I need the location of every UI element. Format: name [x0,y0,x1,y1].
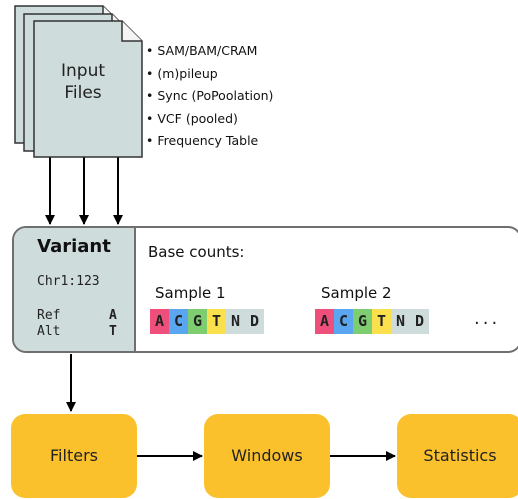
ref-row: Ref A [37,308,117,323]
input-label-line1: Input [60,61,106,81]
input-label-line2: Files [64,83,102,103]
statistics-step: Statistics [397,414,518,498]
base-counts-label: Base counts: [148,243,245,261]
windows-step: Windows [204,414,330,498]
base-c: C [334,309,353,334]
filters-step: Filters [11,414,137,498]
format-item: Frequency Table [146,130,273,153]
format-item: (m)pileup [146,63,273,86]
base-n: N [226,309,245,334]
ref-label: Ref [37,308,61,323]
sample-1-label: Sample 1 [155,284,226,302]
variant-title: Variant [37,236,111,257]
alt-base: T [109,324,117,339]
base-c: C [169,309,188,334]
base-g: G [188,309,207,334]
format-item: Sync (PoPoolation) [146,85,273,108]
base-a: A [315,309,334,334]
variant-box: Variant Chr1:123 Ref A Alt T Base counts… [12,226,518,353]
more-samples-ellipsis: ... [474,308,501,329]
base-a: A [150,309,169,334]
base-d: D [245,309,264,334]
input-files-icon [14,5,143,158]
base-n: N [391,309,410,334]
base-g: G [353,309,372,334]
base-t: T [372,309,391,334]
base-t: T [207,309,226,334]
format-item: SAM/BAM/CRAM [146,40,273,63]
input-format-list: SAM/BAM/CRAM (m)pileup Sync (PoPoolation… [146,40,273,153]
ref-base: A [109,308,117,323]
alt-row: Alt T [37,324,117,339]
variant-panel: Variant Chr1:123 Ref A Alt T [14,228,136,351]
format-item: VCF (pooled) [146,108,273,131]
sample-2-label: Sample 2 [321,284,392,302]
variant-position: Chr1:123 [37,274,100,289]
alt-label: Alt [37,324,61,339]
base-d: D [410,309,429,334]
sample-2-bases: A C G T N D [315,309,429,334]
input-files-label: Input Files [38,60,128,104]
sample-1-bases: A C G T N D [150,309,264,334]
